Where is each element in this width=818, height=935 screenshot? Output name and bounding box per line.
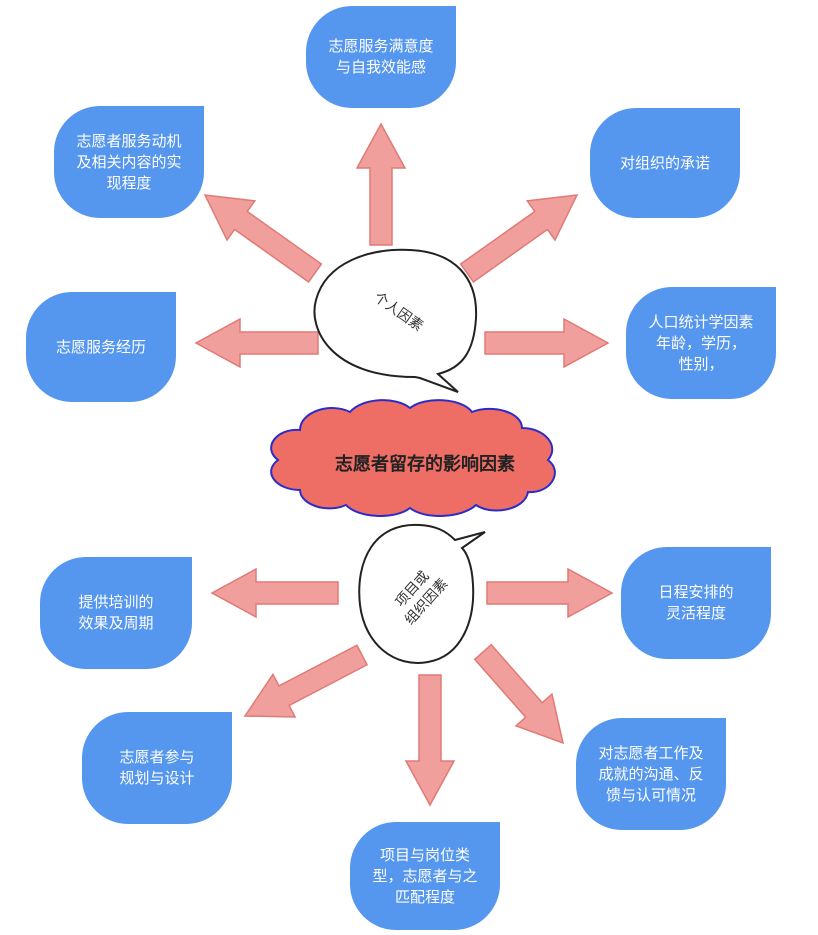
arrow-to-participation (243, 644, 369, 718)
leaf-label: 日程安排的 灵活程度 (658, 583, 734, 622)
leaf-schedule-flexibility: 日程安排的 灵活程度 (621, 547, 771, 659)
arrow-to-training (210, 567, 339, 619)
leaf-label: 对组织的承诺 (619, 153, 710, 172)
leaf-training-effect: 提供培训的 效果及周期 (40, 557, 192, 669)
arrow-to-commitment (459, 194, 579, 284)
leaf-label: 志愿服务满意度 与自我效能感 (328, 37, 434, 76)
leaf-communication-feedback: 对志愿者工作及 成就的沟通、反 馈与认可情况 (576, 718, 726, 830)
leaf-label: 志愿者参与 规划与设计 (119, 748, 195, 787)
arrow-to-job-matching (404, 674, 456, 807)
arrows-layer (194, 122, 614, 807)
arrow-to-demographics (484, 317, 610, 369)
leaf-label: 志愿服务经历 (55, 337, 146, 356)
leaf-label: 项目与岗位类 型，志愿者与之 匹配程度 (372, 845, 478, 906)
leaf-volunteer-motivation: 志愿者服务动机 及相关内容的实 现程度 (54, 106, 204, 218)
arrow-to-communication (473, 643, 565, 745)
arrow-to-satisfaction (355, 122, 407, 246)
arrow-to-motivation (203, 194, 323, 284)
leaf-organizational-commitment: 对组织的承诺 (590, 108, 740, 218)
leaf-volunteer-experience: 志愿服务经历 (26, 292, 176, 402)
central-topic-label: 志愿者留存的影响因素 (335, 454, 515, 475)
leaf-label: 志愿者服务动机 及相关内容的实 现程度 (76, 131, 182, 192)
arrow-to-schedule (486, 567, 614, 619)
central-cloud (270, 399, 556, 517)
personal-bubble (313, 248, 478, 393)
leaf-label: 提供培训的 效果及周期 (78, 593, 154, 632)
org-bubble (358, 523, 486, 664)
leaf-volunteer-satisfaction: 志愿服务满意度 与自我效能感 (306, 6, 456, 108)
arrow-to-experience (194, 317, 319, 369)
leaf-label: 对志愿者工作及 成就的沟通、反 馈与认可情况 (598, 743, 704, 804)
leaf-demographics: 人口统计学因素 年龄，学历， 性别， (626, 287, 776, 399)
leaf-label: 人口统计学因素 年龄，学历， 性别， (648, 312, 754, 373)
leaf-participation-planning: 志愿者参与 规划与设计 (82, 712, 232, 824)
leaf-job-matching: 项目与岗位类 型，志愿者与之 匹配程度 (350, 822, 500, 930)
